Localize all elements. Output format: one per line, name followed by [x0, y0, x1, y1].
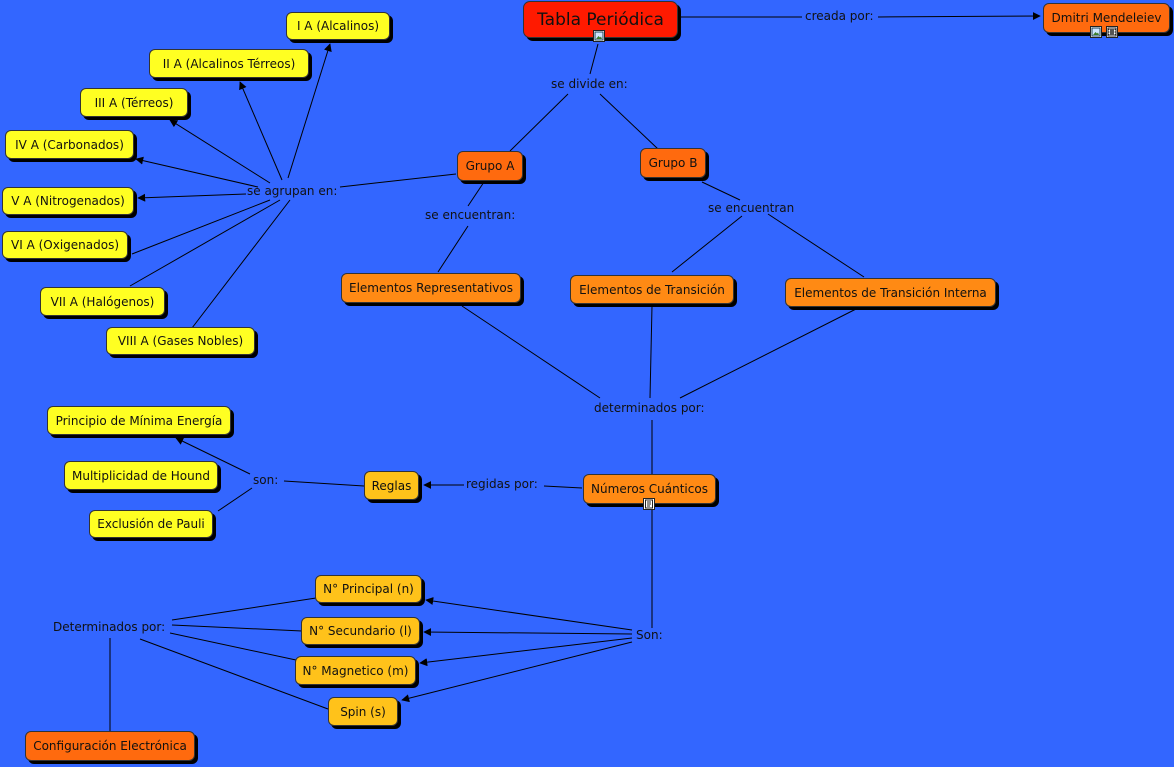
node-family-3[interactable]: III A (Térreos) [80, 88, 188, 117]
family-label: VIII A (Gases Nobles) [117, 334, 244, 348]
link-label-creada-por: creada por: [805, 9, 874, 23]
numeros-cuanticos-label: Números Cuánticos [591, 482, 708, 496]
family-label: II A (Alcalinos Térreos) [162, 56, 296, 71]
creator-label: Dmitri Mendeleiev [1051, 11, 1162, 25]
link-label-se-divide-en: se divide en: [551, 77, 628, 91]
family-label: VII A (Halógenos) [50, 294, 155, 309]
family-label: V A (Nitrogenados) [11, 194, 125, 208]
node-family-1[interactable]: I A (Alcalinos) [286, 12, 390, 40]
node-elementos-transicion[interactable]: Elementos de Transición [570, 275, 734, 304]
node-numero-secundario[interactable]: N° Secundario (l) [301, 617, 420, 645]
rule-label: Multiplicidad de Hound [72, 468, 210, 483]
link-label-se-encuentran-b: se encuentran [708, 201, 795, 215]
link-label-se-encuentran-a: se encuentran: [425, 208, 516, 222]
node-configuracion-electronica[interactable]: Configuración Electrónica [25, 731, 195, 761]
document-icon[interactable] [643, 498, 655, 510]
node-numero-principal[interactable]: N° Principal (n) [315, 575, 422, 603]
family-label: VI A (Oxigenados) [11, 238, 119, 252]
link-label-determinados-por: determinados por: [594, 401, 705, 415]
family-label: I A (Alcalinos) [296, 19, 380, 33]
image-icon[interactable] [593, 30, 605, 42]
elementos-representativos-label: Elementos Representativos [349, 281, 513, 295]
numero-label: N° Principal (n) [323, 582, 414, 596]
numero-label: N° Magnetico (m) [302, 663, 409, 678]
configuracion-label: Configuración Electrónica [33, 739, 187, 753]
node-rule-hound[interactable]: Multiplicidad de Hound [64, 461, 218, 490]
node-rule-pauli[interactable]: Exclusión de Pauli [89, 510, 213, 538]
grupo-b-label: Grupo B [648, 156, 698, 170]
node-family-8[interactable]: VIII A (Gases Nobles) [106, 327, 255, 355]
image-icon[interactable] [1090, 26, 1102, 38]
elementos-transicion-label: Elementos de Transición [579, 282, 725, 297]
node-elementos-transicion-interna[interactable]: Elementos de Transición Interna [785, 278, 996, 307]
grupo-a-label: Grupo A [465, 159, 515, 173]
link-label-son-reglas: son: [253, 473, 279, 487]
node-grupo-a[interactable]: Grupo A [457, 151, 523, 181]
link-label-se-agrupan-en: se agrupan en: [247, 184, 338, 198]
node-family-5[interactable]: V A (Nitrogenados) [2, 187, 134, 215]
node-rule-minima-energia[interactable]: Principio de Mínima Energía [47, 406, 231, 435]
node-family-7[interactable]: VII A (Halógenos) [40, 287, 165, 316]
link-label-determinados-por-config: Determinados por: [53, 620, 166, 634]
node-spin[interactable]: Spin (s) [328, 697, 398, 726]
numero-label: N° Secundario (l) [309, 624, 412, 638]
numero-label: Spin (s) [340, 704, 386, 719]
reglas-label: Reglas [371, 478, 412, 493]
node-elementos-representativos[interactable]: Elementos Representativos [341, 273, 521, 303]
rule-label: Exclusión de Pauli [97, 517, 205, 531]
elementos-transicion-interna-label: Elementos de Transición Interna [794, 285, 987, 300]
node-family-2[interactable]: II A (Alcalinos Térreos) [149, 49, 309, 78]
node-grupo-b[interactable]: Grupo B [640, 148, 706, 178]
link-label-son-numeros: Son: [636, 628, 663, 642]
rule-label: Principio de Mínima Energía [55, 413, 223, 428]
node-family-4[interactable]: IV A (Carbonados) [5, 130, 134, 159]
film-icon[interactable] [1106, 26, 1118, 38]
node-reglas[interactable]: Reglas [364, 471, 419, 500]
family-label: IV A (Carbonados) [15, 137, 124, 152]
node-numero-magnetico[interactable]: N° Magnetico (m) [295, 656, 416, 685]
family-label: III A (Térreos) [94, 95, 174, 110]
link-label-regidas-por: regidas por: [466, 477, 538, 491]
root-title: Tabla Periódica [537, 9, 664, 30]
node-family-6[interactable]: VI A (Oxigenados) [2, 231, 128, 259]
